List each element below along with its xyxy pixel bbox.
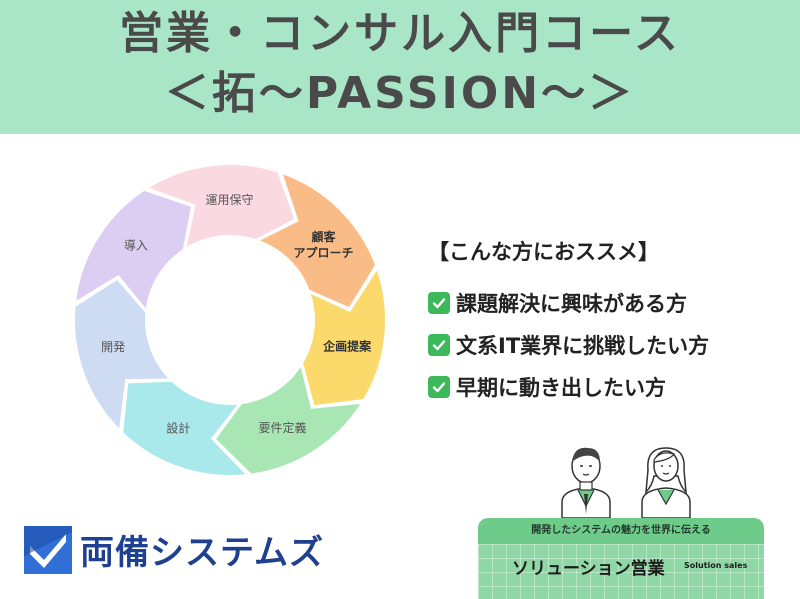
- card-caption: 開発したシステムの魅力を世界に伝える: [531, 525, 711, 536]
- segment-label-proposal: 企画提案: [322, 338, 372, 353]
- course-subtitle: ＜拓〜PASSION〜＞: [164, 68, 636, 119]
- segment-label-operation: 運用保守: [206, 193, 254, 207]
- header-banner: 営業・コンサル入門コース ＜拓〜PASSION〜＞: [0, 0, 800, 134]
- recommend-item-text: 早期に動き出したい方: [456, 376, 666, 400]
- segment-label-approach-2: アプローチ: [294, 245, 354, 260]
- check-icon: [428, 376, 450, 398]
- segment-label-deployment: 導入: [124, 239, 148, 253]
- check-icon: [428, 334, 450, 356]
- cycle-segment-5: [73, 188, 194, 314]
- course-title: 営業・コンサル入門コース: [119, 8, 681, 59]
- solution-sales-card: 開発したシステムの魅力を世界に伝える ソリューション営業 Solution sa…: [478, 518, 764, 599]
- list-item: 早期に動き出したい方: [428, 366, 709, 408]
- card-title: ソリューション営業: [512, 559, 665, 579]
- segment-label-requirements: 要件定義: [258, 420, 306, 435]
- process-cycle-diagram: 顧客 アプローチ 企画提案 要件定義 設計 開発 導入 運用保守: [73, 163, 387, 477]
- cycle-segment-4: [73, 277, 174, 433]
- cycle-segment-1: [301, 266, 387, 408]
- card-subtitle: Solution sales: [684, 561, 748, 570]
- recommend-title: 【こんな方におススメ】: [428, 240, 659, 264]
- segment-label-approach-1: 顧客: [312, 229, 337, 244]
- logo-mark-icon: [24, 525, 72, 574]
- cycle-segment-0: [255, 171, 378, 310]
- company-logo: 両備システムズ: [24, 525, 324, 574]
- recommend-item-text: 文系IT業界に挑戦したい方: [456, 334, 710, 358]
- list-item: 課題解決に興味がある方: [428, 282, 709, 324]
- segment-label-design: 設計: [166, 420, 190, 435]
- cycle-segment-6: [144, 163, 297, 252]
- sales-people-illustration: [561, 447, 691, 519]
- check-icon: [428, 292, 450, 314]
- cycle-segment-2: [213, 362, 365, 476]
- recommend-list: 課題解決に興味がある方 文系IT業界に挑戦したい方 早期に動き出したい方: [428, 282, 709, 408]
- list-item: 文系IT業界に挑戦したい方: [428, 324, 709, 366]
- cycle-segment-3: [121, 379, 250, 477]
- recommend-item-text: 課題解決に興味がある方: [456, 292, 687, 316]
- logo-text: 両備システムズ: [80, 533, 324, 573]
- woman-figure: [641, 447, 691, 519]
- man-figure: [561, 447, 611, 519]
- segment-label-development: 開発: [101, 340, 125, 354]
- card-grid-panel: [478, 544, 764, 599]
